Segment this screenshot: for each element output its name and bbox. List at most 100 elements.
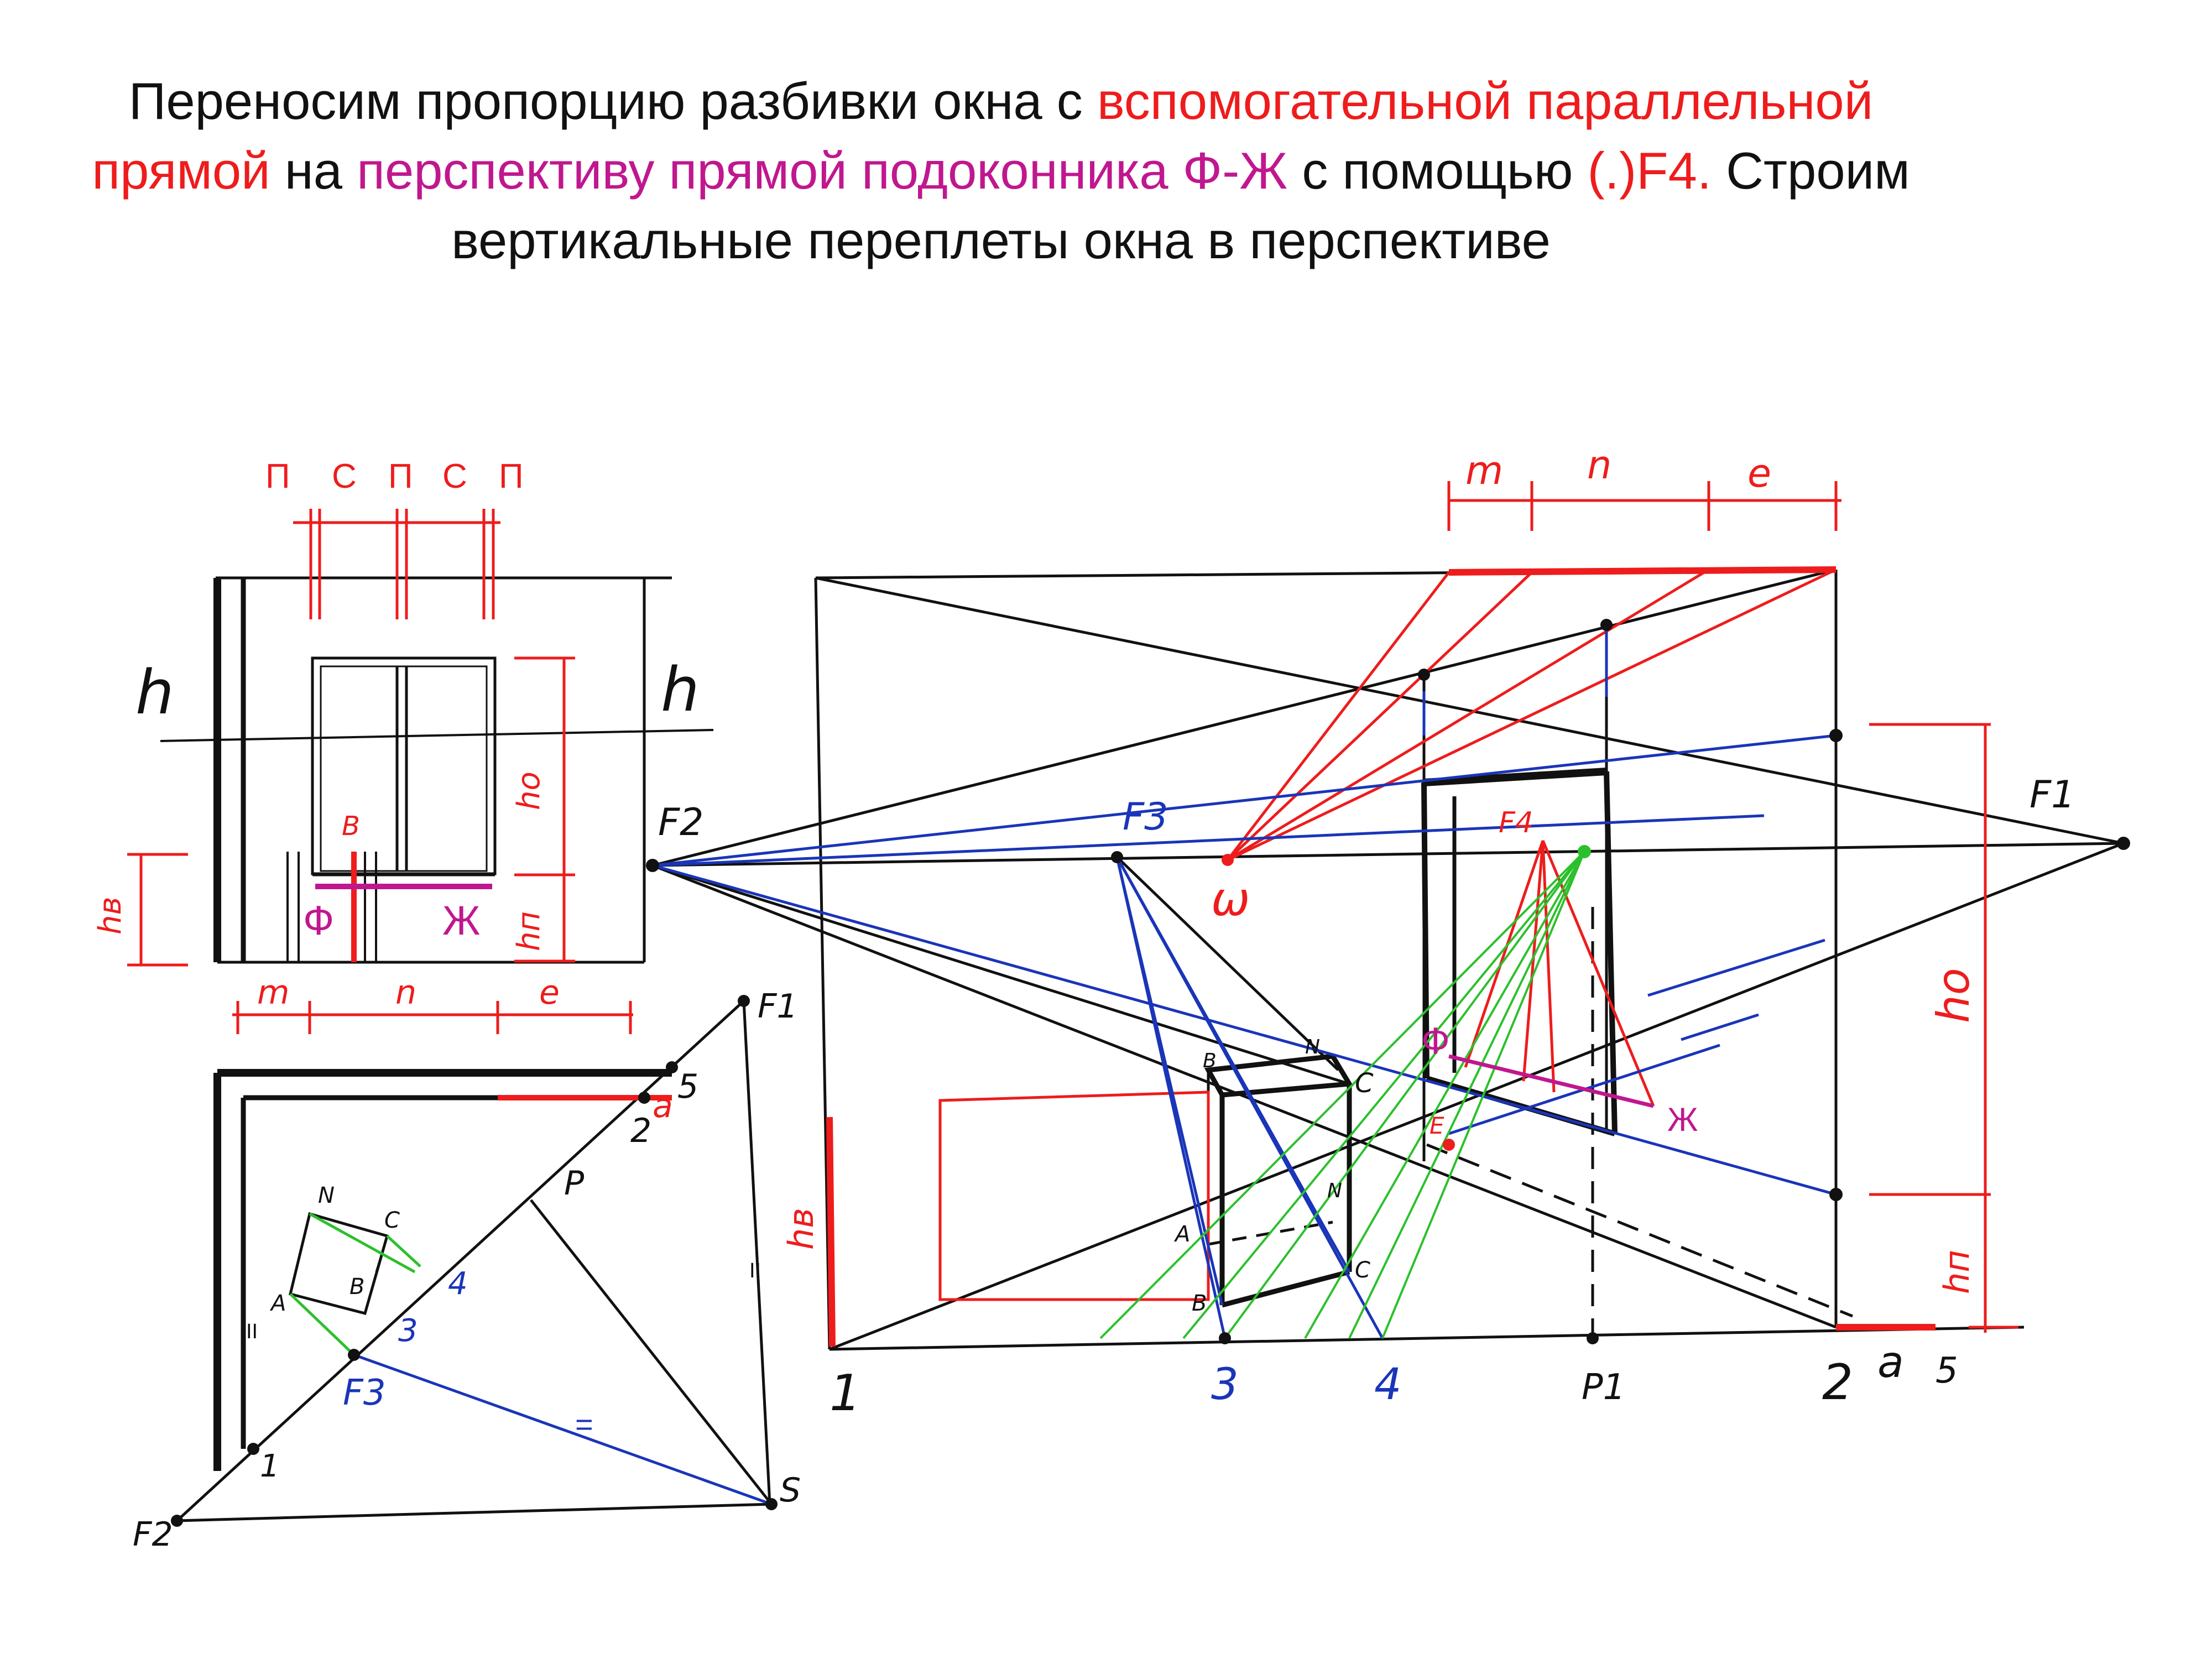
title-text-2: на <box>270 142 357 200</box>
persp-label-f2: F2 <box>658 801 703 844</box>
persp-label-a: a <box>1877 1338 1904 1387</box>
page-title: Переносим пропорцию разбивки окна с вспо… <box>33 66 1969 275</box>
persp-blue-box-a <box>1115 857 1224 1306</box>
persp-label-2: 2 <box>1822 1354 1853 1411</box>
perspective-green <box>1099 851 1585 1339</box>
persp-diag-3 <box>829 842 2124 1351</box>
plan-mark-equal: = <box>575 1407 593 1442</box>
label-hv: hв <box>92 897 128 935</box>
persp-red-hv-line <box>826 1117 836 1347</box>
persp-red-f4-ray-3 <box>1541 840 1556 1093</box>
facade-labels: П С П С П h h hо hп hв В Ф Ж <box>92 457 700 951</box>
persp-horizon <box>652 842 2124 867</box>
plan-mark-parallel-left: II <box>246 1320 258 1343</box>
label-p-2: П <box>388 457 413 495</box>
plan-point-f3 <box>348 1349 360 1361</box>
plan-label-4: 4 <box>448 1266 468 1302</box>
title-highlight-sill-line: перспективу прямой подоконника Ф-Ж <box>357 142 1288 200</box>
persp-point-3 <box>1219 1332 1231 1344</box>
persp-label-m: m <box>1465 448 1503 493</box>
plan-label-b: B <box>349 1274 364 1300</box>
persp-blue-short-1 <box>1647 938 1825 997</box>
persp-label-box-n: N <box>1305 1036 1320 1058</box>
persp-green-4 <box>1304 851 1585 1339</box>
persp-label-omega: ω <box>1211 872 1250 926</box>
persp-red-ray-3 <box>1227 568 1710 862</box>
persp-window-top <box>1423 768 1607 786</box>
title-text-4: Строим вертикальные переплеты окна в пер… <box>451 142 1910 269</box>
persp-label-box-n-mid: N <box>1327 1180 1342 1202</box>
persp-point-f4 <box>1578 845 1591 858</box>
persp-point-top-a <box>1418 669 1430 681</box>
persp-label-p1: P1 <box>1582 1367 1625 1408</box>
persp-point-f2 <box>646 859 659 872</box>
plan-point-1 <box>247 1443 259 1455</box>
persp-label-box-a: A <box>1173 1222 1190 1247</box>
plan-label-s: S <box>780 1471 801 1510</box>
persp-label-4: 4 <box>1374 1360 1402 1410</box>
persp-red-rect <box>938 1091 1210 1301</box>
persp-diag-1 <box>815 576 2124 845</box>
persp-blue-short-2 <box>1681 1013 1759 1041</box>
persp-red-parallel <box>1448 566 1837 576</box>
persp-sill-line <box>1448 1054 1654 1108</box>
persp-blue-f3-1 <box>652 734 1837 867</box>
persp-label-sill-left: Ф <box>1421 1020 1450 1062</box>
persp-red-ray-1 <box>1227 571 1450 861</box>
plan-label-3: 3 <box>398 1313 418 1349</box>
persp-to-f2-box <box>652 864 1350 1086</box>
plan-green-ray-3 <box>386 1235 421 1267</box>
perspective-red <box>826 481 2018 1347</box>
persp-label-sill-right: Ж <box>1667 1101 1698 1138</box>
perspective-labels: m n e F1 F2 F3 F4 ω hо hп hв Ф Ж E 1 3 4… <box>658 442 2075 1422</box>
perspective-points <box>646 619 2130 1344</box>
persp-label-e: E <box>1430 1112 1444 1139</box>
plan-point-f1 <box>738 995 750 1007</box>
title-highlight-point-f4: (.)F4. <box>1587 142 1712 200</box>
persp-point-ho-top <box>1829 729 1843 742</box>
label-ho: hо <box>511 771 547 810</box>
label-sill-left: Ф <box>303 898 334 943</box>
plan-label-n-vertex: N <box>318 1183 335 1208</box>
label-sill-right: Ж <box>442 898 480 943</box>
persp-point-hp <box>1829 1188 1843 1201</box>
label-b: В <box>342 811 360 842</box>
persp-red-ray-4 <box>1227 568 1837 862</box>
persp-label-box-b-low: B <box>1192 1291 1207 1316</box>
label-p-1: П <box>265 457 290 495</box>
plan-label-1: 1 <box>260 1448 280 1484</box>
persp-label-box-c-low: C <box>1355 1258 1370 1283</box>
persp-green-5 <box>1348 851 1585 1339</box>
plan-label-f2: F2 <box>133 1515 173 1554</box>
persp-red-f4-ray-1 <box>1464 840 1545 1068</box>
persp-blue-f3-2 <box>652 864 1837 1196</box>
persp-blue-f3-3 <box>652 814 1765 867</box>
persp-box-bottom <box>1221 1269 1350 1308</box>
plan-label-e: e <box>539 973 560 1012</box>
persp-label-f1: F1 <box>2030 773 2075 817</box>
persp-point-e <box>1443 1139 1455 1151</box>
label-s-1: С <box>332 457 357 495</box>
title-text-1: Переносим пропорцию разбивки окна с <box>128 72 1097 130</box>
plan-mark-parallel-right: II <box>749 1259 761 1282</box>
persp-diag-2 <box>652 568 1837 867</box>
persp-red-f4-ray-2 <box>1522 840 1545 1082</box>
persp-label-e: e <box>1747 451 1771 496</box>
persp-point-f3 <box>1111 851 1123 863</box>
window-frame-outer <box>311 656 497 875</box>
persp-label-3: 3 <box>1211 1360 1239 1410</box>
plan-label-f1: F1 <box>758 987 798 1026</box>
persp-label-n: n <box>1587 442 1611 488</box>
persp-green-1 <box>1099 851 1585 1339</box>
persp-label-hv: hв <box>781 1208 821 1250</box>
facade-view <box>160 576 714 964</box>
plan-ray-ps <box>530 1199 773 1505</box>
persp-window-right <box>1604 771 1618 1134</box>
persp-point-top-b <box>1600 619 1613 631</box>
persp-dashed-diag <box>1426 1143 1853 1318</box>
plan-object-box <box>288 1212 389 1316</box>
facade-red-dimensions <box>127 509 575 967</box>
persp-diag-4 <box>652 864 1837 1329</box>
persp-label-1: 1 <box>830 1364 861 1422</box>
persp-red-f4-ray-4 <box>1541 840 1655 1107</box>
